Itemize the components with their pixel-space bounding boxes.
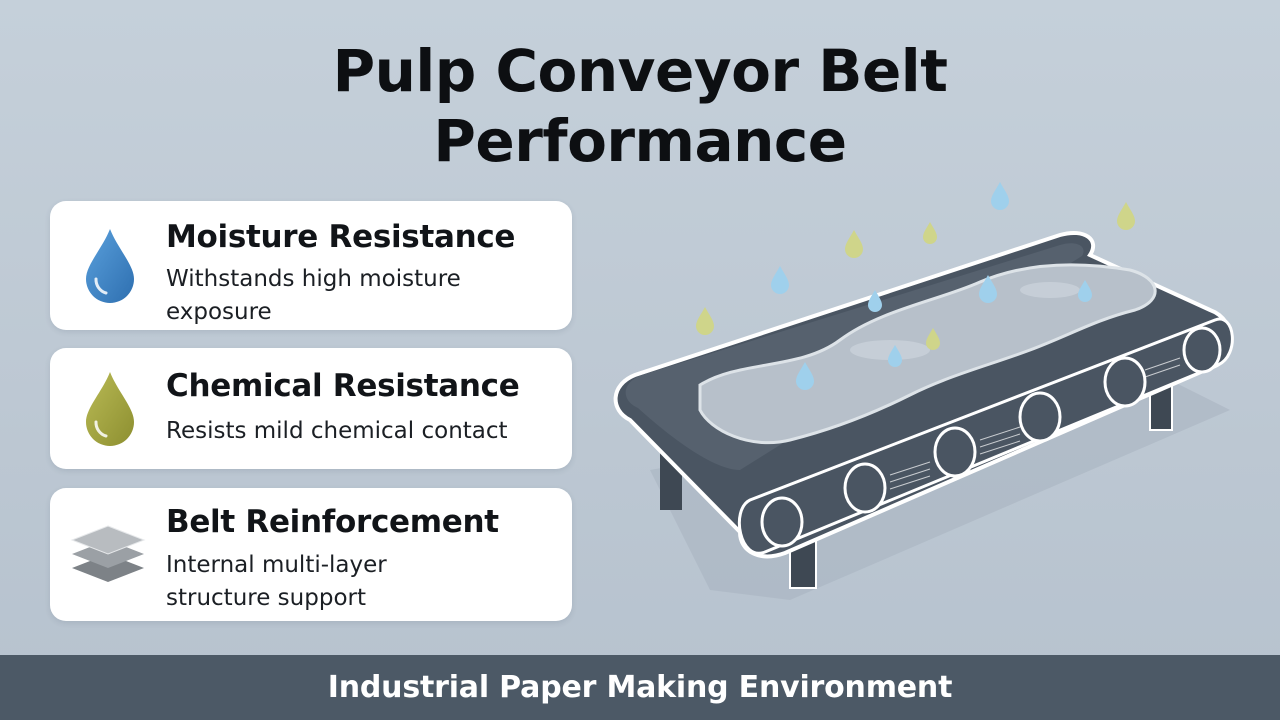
- feature-card-moisture: Moisture Resistance Withstands high mois…: [50, 201, 572, 330]
- layers-icon: [68, 516, 148, 590]
- feature-heading: Chemical Resistance: [166, 368, 520, 404]
- footer-text: Industrial Paper Making Environment: [327, 670, 953, 705]
- title-line-2: Performance: [433, 107, 847, 175]
- falling-water-drops: [771, 182, 1092, 390]
- feature-card-chemical: Chemical Resistance Resists mild chemica…: [50, 348, 572, 469]
- feature-card-reinforcement: Belt Reinforcement Internal multi-layer …: [50, 488, 572, 621]
- feature-description: Withstands high moisture exposure: [166, 266, 461, 325]
- falling-chemical-drops: [696, 202, 1135, 350]
- frame-mesh: [889, 357, 1181, 490]
- conveyor-belt-illustration: [590, 170, 1250, 624]
- footer-banner: Industrial Paper Making Environment: [0, 655, 1280, 720]
- title-line-1: Pulp Conveyor Belt: [332, 37, 948, 105]
- page-title: Pulp Conveyor Belt Performance: [0, 36, 1280, 176]
- rollers: [760, 326, 1222, 548]
- feature-heading: Moisture Resistance: [166, 219, 516, 255]
- pulp-puddle: [698, 263, 1157, 445]
- feature-heading: Belt Reinforcement: [166, 504, 499, 540]
- chemical-drop-icon: [82, 370, 138, 452]
- water-drop-icon: [82, 227, 138, 309]
- feature-description: Internal multi-layer structure support: [166, 552, 387, 611]
- feature-description: Resists mild chemical contact: [166, 418, 508, 444]
